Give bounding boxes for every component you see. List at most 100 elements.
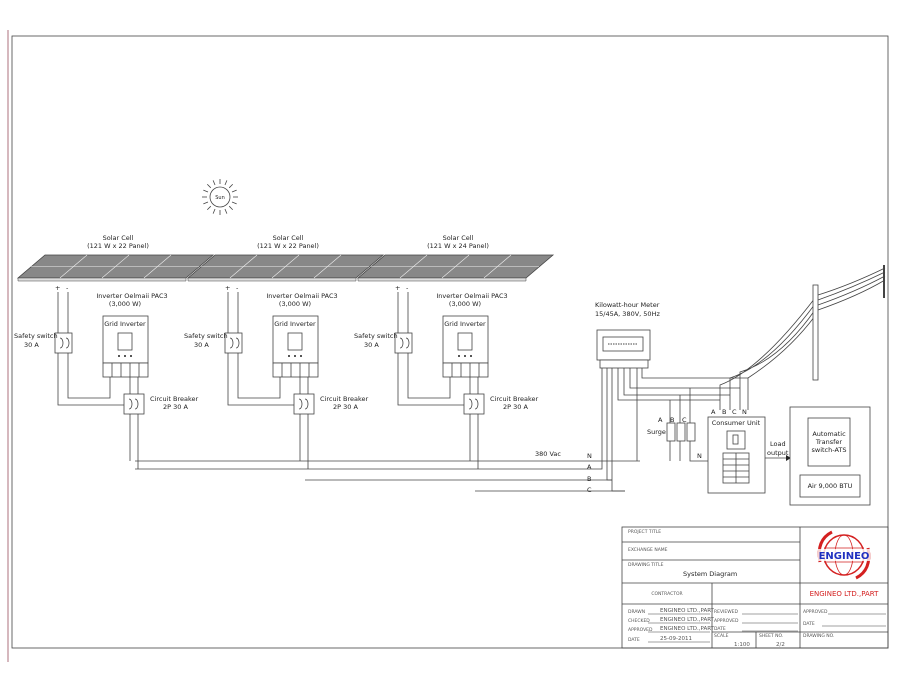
surge-n: N: [697, 452, 702, 460]
drawing-border: [11, 35, 889, 649]
breaker-rating: 2P 30 A: [333, 403, 358, 411]
air-load: Air 9,000 BTU: [808, 482, 853, 490]
inverter-power: (3,000 W): [279, 300, 311, 308]
bus-voltage: 380 Vac: [535, 450, 561, 458]
date3-label: DATE: [803, 621, 815, 627]
safety-switch-label: Safety switch: [184, 332, 228, 340]
panel-label: Solar Cell: [103, 234, 134, 242]
inverter-label: Inverter Oelmaii PAC3: [436, 292, 507, 300]
safety-switch-rating: 30 A: [24, 341, 39, 349]
meter-spec: 15/45A, 380V, 50Hz: [595, 310, 660, 318]
breaker-label: Circuit Breaker: [320, 395, 368, 403]
date-value: 25-09-2011: [660, 636, 692, 642]
panel-label: Solar Cell: [443, 234, 474, 242]
date-label: DATE: [628, 637, 640, 643]
approved3-label: APPROVED: [803, 609, 828, 615]
circuit-breaker: [463, 393, 485, 415]
drawn-value: ENGINEO LTD.,PART: [660, 608, 715, 614]
inverter-name: Grid Inverter: [444, 320, 486, 328]
circuit-breaker: [123, 393, 145, 415]
panel-spec: (121 W x 22 Panel): [87, 242, 149, 250]
sheet-value: 2/2: [776, 642, 785, 648]
drawing-title: System Diagram: [683, 570, 737, 578]
title-block: PROJECT TITLE EXCHANGE NAME DRAWING TITL…: [621, 526, 889, 649]
solar-array-2: Solar Cell(121 W x 22 Panel) +- Safety swi…: [184, 234, 385, 469]
ac-bus: 380 Vac N A B C: [135, 450, 640, 494]
drawing-no-label: DRAWING NO.: [803, 633, 834, 639]
circuit-breaker: [293, 393, 315, 415]
safety-switch: [54, 332, 73, 354]
sun-icon: Sun: [202, 179, 238, 215]
solar-panel-icon: [186, 254, 385, 282]
drawn-label: DRAWN: [628, 609, 645, 615]
panel-spec: (121 W x 22 Panel): [257, 242, 319, 250]
safety-switch: [394, 332, 413, 354]
solar-array-3: Solar Cell(121 W x 24 Panel)+-Safety swi…: [354, 234, 555, 469]
breaker-rating: 2P 30 A: [163, 403, 188, 411]
breaker-rating: 2P 30 A: [503, 403, 528, 411]
cu-label: Consumer Unit: [712, 419, 761, 427]
engineo-logo: ENGINEO: [817, 530, 871, 580]
safety-switch-label: Safety switch: [14, 332, 58, 340]
breaker-label: Circuit Breaker: [150, 395, 198, 403]
scale-label: SCALE: [714, 633, 729, 639]
logo-text: ENGINEO: [819, 551, 870, 562]
surge-b: B: [670, 416, 674, 424]
cu-b: B: [722, 408, 726, 416]
bus-c: C: [587, 486, 592, 494]
bus-a: A: [587, 463, 592, 471]
safety-switch-label: Safety switch: [354, 332, 398, 340]
checked-label: CHECKED: [628, 618, 650, 624]
load-label: Load: [770, 440, 786, 448]
panel-label: Solar Cell: [273, 234, 304, 242]
surge-a: A: [658, 416, 663, 424]
panel-spec: (121 W x 24 Panel): [427, 242, 489, 250]
approved-label: APPROVED: [628, 627, 653, 633]
surge-c: C: [682, 416, 687, 424]
kwh-meter: Kilowatt-hour Meter 15/45A, 380V, 50Hz: [595, 297, 816, 492]
plus-terminal: +: [225, 284, 230, 292]
ats-line1: Automatic: [812, 430, 846, 438]
solar-array-1: Solar Cell(121 W x 22 Panel) +- Safety swi…: [14, 234, 215, 469]
company-name: ENGINEO LTD.,PART: [810, 590, 880, 598]
inverter-name: Grid Inverter: [274, 320, 316, 328]
load-output-label: output: [767, 449, 789, 457]
minus-terminal: -: [406, 284, 409, 292]
cu-a: A: [711, 408, 716, 416]
checked-value: ENGINEO LTD.,PART: [660, 617, 715, 623]
utility-pole: [812, 265, 886, 381]
contractor-label: CONTRACTOR: [651, 591, 682, 597]
ats-line2: Transfer: [815, 438, 842, 446]
inverter-label: Inverter Oelmaii PAC3: [96, 292, 167, 300]
inverter-power: (3,000 W): [449, 300, 481, 308]
inverter-label: Inverter Oelmaii PAC3: [266, 292, 337, 300]
bus-n: N: [587, 452, 592, 460]
safety-switch-rating: 30 A: [364, 341, 379, 349]
surge-protector: A B C Surge N: [647, 388, 708, 462]
bus-b: B: [587, 475, 591, 483]
breaker-label: Circuit Breaker: [490, 395, 538, 403]
exchange-name-label: EXCHANGE NAME: [628, 547, 668, 553]
approved2-label: APPROVED: [714, 618, 739, 624]
reviewed-label: REVIEWED: [714, 609, 739, 615]
consumer-unit: A B C N Consumer Unit Load output: [707, 408, 791, 494]
meter-label: Kilowatt-hour Meter: [595, 301, 660, 309]
solar-panel-icon: [356, 254, 555, 282]
surge-label: Surge: [647, 428, 666, 436]
plus-terminal: +: [55, 284, 60, 292]
project-title-label: PROJECT TITLE: [628, 529, 661, 535]
minus-terminal: -: [66, 284, 69, 292]
drawing-title-label: DRAWING TITLE: [628, 562, 664, 568]
safety-switch-rating: 30 A: [194, 341, 209, 349]
minus-terminal: -: [236, 284, 239, 292]
date2-label: DATE: [714, 626, 726, 632]
inverter-power: (3,000 W): [109, 300, 141, 308]
cu-n: N: [742, 408, 747, 416]
cu-c: C: [732, 408, 737, 416]
solar-panel-icon: [16, 254, 215, 282]
safety-switch: [224, 332, 243, 354]
ats-line3: switch-ATS: [812, 446, 847, 454]
scale-value: 1:100: [734, 642, 750, 648]
approved-value: ENGINEO LTD.,PART: [660, 626, 715, 632]
